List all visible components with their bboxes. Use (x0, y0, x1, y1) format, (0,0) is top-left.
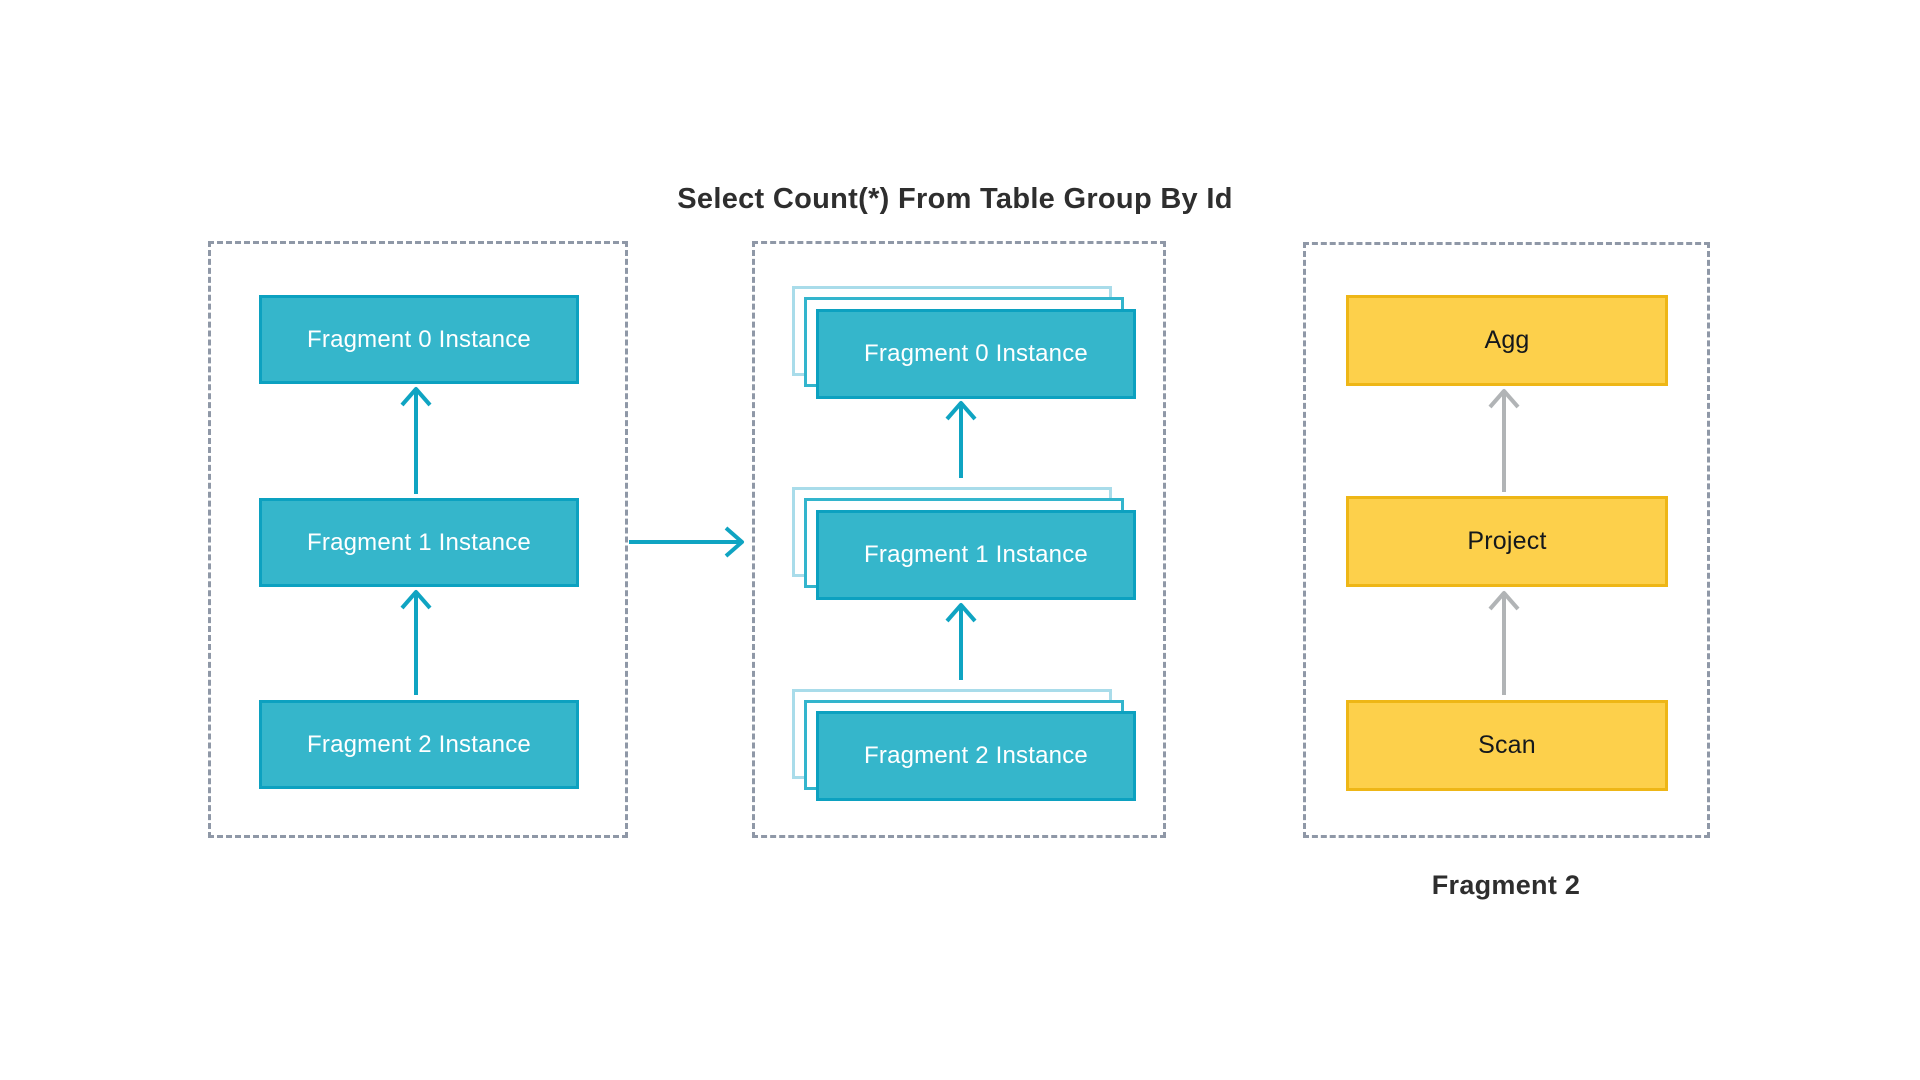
node-label: Scan (1478, 731, 1536, 759)
arrow-head (400, 590, 432, 610)
node-label: Fragment 1 Instance (307, 528, 531, 556)
panel-fragment-instances-stacked: Fragment 0 Instance Fragment 1 Instance … (752, 241, 1166, 838)
node-label: Fragment 2 Instance (307, 730, 531, 758)
node-fragment-0-instance: Fragment 0 Instance (259, 295, 579, 384)
node-label: Agg (1484, 326, 1530, 354)
node-agg: Agg (1346, 295, 1668, 386)
panel-fragment-2-plan: Agg Project Scan (1303, 242, 1710, 838)
node-fragment-0-instance-stack: Fragment 0 Instance (816, 309, 1136, 399)
arrow-up-middle-f1-to-f0 (945, 401, 977, 478)
arrow-head (945, 401, 977, 421)
arrow-head (400, 387, 432, 407)
arrow-head (1488, 591, 1520, 611)
node-label: Fragment 0 Instance (307, 325, 531, 353)
node-fragment-2-instance: Fragment 2 Instance (259, 700, 579, 789)
node-project: Project (1346, 496, 1668, 587)
arrow-head (945, 603, 977, 623)
node-scan: Scan (1346, 700, 1668, 791)
node-label: Project (1467, 527, 1547, 555)
arrow-up-project-to-agg (1488, 389, 1520, 492)
arrow-up-middle-f2-to-f1 (945, 603, 977, 680)
arrow-head (724, 526, 744, 558)
node-label: Fragment 2 Instance (864, 742, 1088, 769)
node-label: Fragment 0 Instance (864, 340, 1088, 367)
arrow-up-left-f2-to-f1 (400, 590, 432, 695)
node-fragment-1-instance-stack: Fragment 1 Instance (816, 510, 1136, 600)
panel-fragment-instances-single: Fragment 0 Instance Fragment 1 Instance … (208, 241, 628, 838)
arrow-up-scan-to-project (1488, 591, 1520, 695)
node-fragment-1-instance: Fragment 1 Instance (259, 498, 579, 587)
arrow-right-left-panel-to-middle-panel (629, 526, 744, 558)
diagram-title: Select Count(*) From Table Group By Id (677, 183, 1233, 215)
node-fragment-2-instance-stack: Fragment 2 Instance (816, 711, 1136, 801)
arrow-head (1488, 389, 1520, 409)
node-label: Fragment 1 Instance (864, 541, 1088, 568)
arrow-up-left-f1-to-f0 (400, 387, 432, 494)
fragment-2-caption: Fragment 2 (1431, 870, 1581, 900)
